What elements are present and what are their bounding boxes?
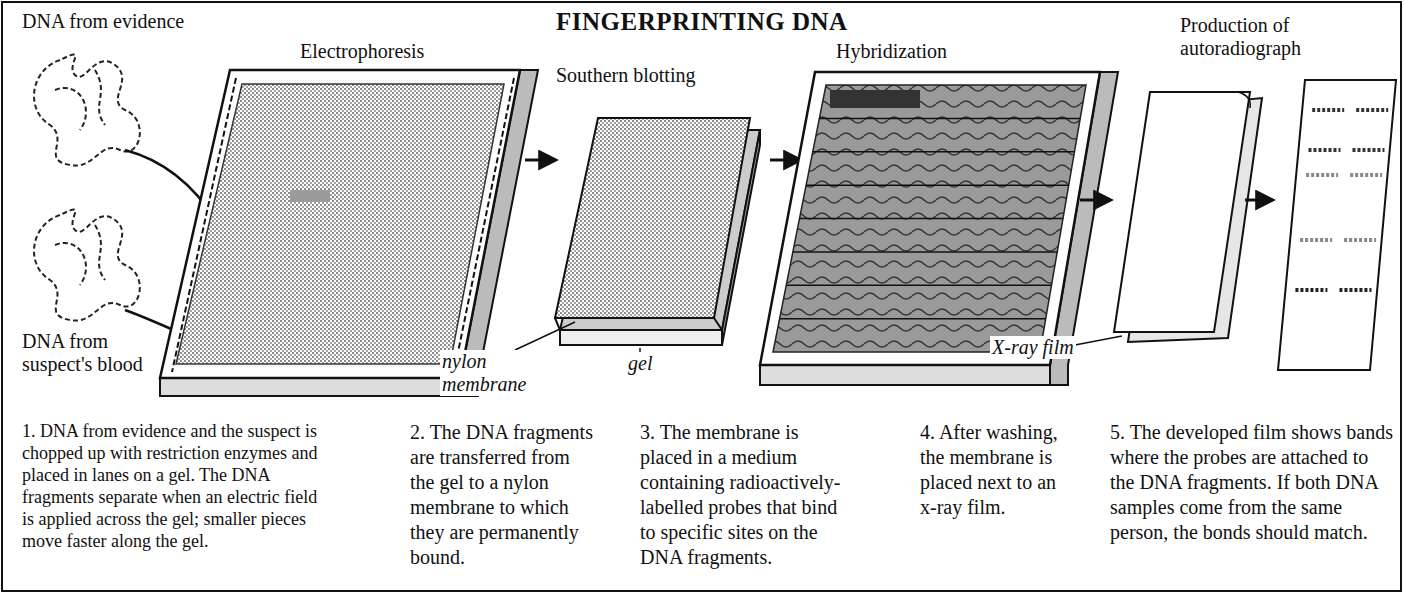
southern-blot	[555, 118, 760, 345]
diagram-title: FINGERPRINTING DNA	[556, 8, 848, 36]
band	[1308, 148, 1340, 152]
callout-number: 5.	[1110, 421, 1125, 443]
band	[1344, 238, 1376, 242]
band	[1339, 288, 1371, 292]
band	[1350, 173, 1382, 177]
step-caption: 2. The DNA fragments are transferred fro…	[410, 420, 595, 570]
callout-number: 3.	[640, 421, 655, 443]
sample-label: DNA from suspect's blood	[22, 330, 162, 376]
lane-line	[780, 318, 1046, 320]
step-arrow	[1080, 199, 1110, 202]
lane-line	[793, 251, 1057, 253]
band	[1352, 148, 1384, 152]
step-caption: 1. DNA from evidence and the suspect is …	[22, 420, 322, 552]
band	[1295, 288, 1327, 292]
step-label: Southern blotting	[556, 64, 695, 87]
callout-number: 4.	[920, 421, 935, 443]
dna-strands	[34, 55, 140, 321]
caption-text: The membrane is placed in a medium conta…	[640, 421, 840, 568]
step-label: Production of autoradiograph	[1180, 14, 1340, 60]
lane-line	[806, 184, 1069, 186]
leader-line	[1075, 336, 1122, 345]
hybridization-tray	[760, 72, 1118, 385]
step-caption: 5. The developed film shows bands where …	[1110, 420, 1395, 545]
caption-text: The developed film shows bands where the…	[1110, 421, 1393, 543]
band	[1356, 108, 1388, 112]
callout-number: 2.	[410, 421, 425, 443]
band	[1312, 108, 1344, 112]
lane-line	[800, 218, 1064, 220]
part-label: X-ray film	[990, 336, 1076, 359]
leader-lines	[515, 322, 640, 352]
caption-text: The DNA fragments are transferred from t…	[410, 421, 593, 568]
step-caption: 3. The membrane is placed in a medium co…	[640, 420, 855, 570]
lane-line	[819, 118, 1080, 120]
caption-text: DNA from evidence and the suspect is cho…	[22, 421, 317, 551]
step-label: Electrophoresis	[300, 40, 424, 63]
step-arrow	[770, 159, 800, 162]
sample-label: DNA from evidence	[22, 10, 184, 33]
step-arrow	[1245, 199, 1272, 202]
lane-line	[813, 151, 1075, 153]
part-label: gel	[626, 352, 654, 375]
step-caption: 4. After washing, the membrane is placed…	[920, 420, 1070, 520]
electrophoresis-gel	[160, 70, 538, 396]
lane-line	[786, 285, 1051, 287]
band	[1306, 173, 1338, 177]
part-label: nylon membrane	[440, 350, 534, 396]
autoradiograph	[1278, 80, 1396, 370]
step-arrow	[525, 159, 555, 162]
caption-text: After washing, the membrane is placed ne…	[920, 421, 1058, 518]
band	[1300, 238, 1332, 242]
callout-number: 1.	[22, 421, 36, 441]
step-label: Hybridization	[836, 40, 947, 63]
x-ray-film	[1114, 92, 1262, 342]
